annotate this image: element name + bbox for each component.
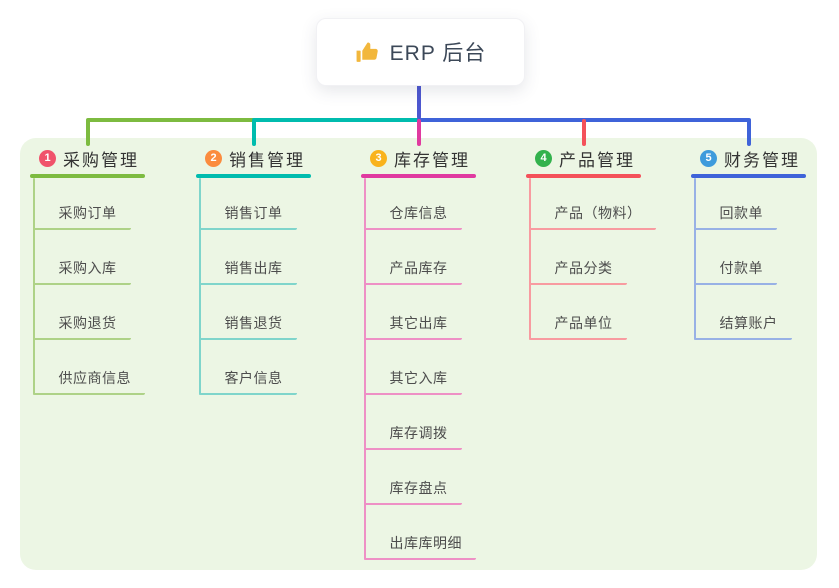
branch-connector-drop <box>251 119 256 146</box>
branch-underline <box>30 174 145 178</box>
child-node: 销售出库 <box>198 259 297 285</box>
child-node: 销售订单 <box>198 204 297 230</box>
child-node: 出库库明细 <box>363 534 476 560</box>
branch-number-badge: 3 <box>370 149 387 167</box>
branch-header: 2 销售管理 <box>205 148 305 170</box>
child-node: 结算账户 <box>693 314 792 340</box>
branch-label: 销售管理 <box>229 150 305 170</box>
mindmap-background-panel <box>20 138 817 570</box>
connector-segment <box>251 118 421 122</box>
branch-child-trunk-line <box>693 178 696 340</box>
child-node: 采购入库 <box>32 259 131 285</box>
branch-child-trunk-line <box>528 178 531 340</box>
connector-segment <box>85 118 256 122</box>
thumbs-up-icon <box>355 40 380 65</box>
branch-underline <box>526 174 641 178</box>
child-node: 库存调拨 <box>363 424 462 450</box>
child-node: 库存盘点 <box>363 479 462 505</box>
branch-header: 5 财务管理 <box>700 148 800 170</box>
child-node: 付款单 <box>693 259 777 285</box>
child-node: 产品分类 <box>528 259 627 285</box>
branch-label: 财务管理 <box>724 150 800 170</box>
branch-connector-drop <box>581 119 586 146</box>
root-node: ERP 后台 <box>316 18 525 86</box>
branch-header: 3 库存管理 <box>370 148 470 170</box>
child-node: 采购订单 <box>32 204 131 230</box>
branch-connector-drop <box>746 119 751 146</box>
branch-label: 产品管理 <box>559 150 635 170</box>
branch-connector-drop <box>85 119 90 146</box>
branch-number-badge: 4 <box>535 149 552 167</box>
branch-underline <box>196 174 311 178</box>
branch-number-badge: 1 <box>39 149 56 167</box>
child-node: 回款单 <box>693 204 777 230</box>
branch-child-trunk-line <box>32 178 35 395</box>
child-node: 客户信息 <box>198 369 297 395</box>
root-label: ERP 后台 <box>389 42 487 65</box>
child-node: 其它入库 <box>363 369 462 395</box>
child-node: 供应商信息 <box>32 369 145 395</box>
branch-header: 1 采购管理 <box>39 148 139 170</box>
child-node: 销售退货 <box>198 314 297 340</box>
child-node: 采购退货 <box>32 314 131 340</box>
branch-label: 库存管理 <box>394 150 470 170</box>
branch-connector-drop <box>416 119 421 146</box>
child-node: 产品库存 <box>363 259 462 285</box>
branch-number-badge: 5 <box>700 149 717 167</box>
branch-underline <box>361 174 476 178</box>
child-node: 其它出库 <box>363 314 462 340</box>
child-node: 仓库信息 <box>363 204 462 230</box>
child-node: 产品（物料） <box>528 204 656 230</box>
branch-header: 4 产品管理 <box>535 148 635 170</box>
branch-child-trunk-line <box>198 178 201 395</box>
branch-number-badge: 2 <box>205 149 222 167</box>
child-node: 产品单位 <box>528 314 627 340</box>
branch-label: 采购管理 <box>63 150 139 170</box>
root-connector-line <box>416 84 421 119</box>
branch-child-trunk-line <box>363 178 366 560</box>
branch-underline <box>691 174 806 178</box>
